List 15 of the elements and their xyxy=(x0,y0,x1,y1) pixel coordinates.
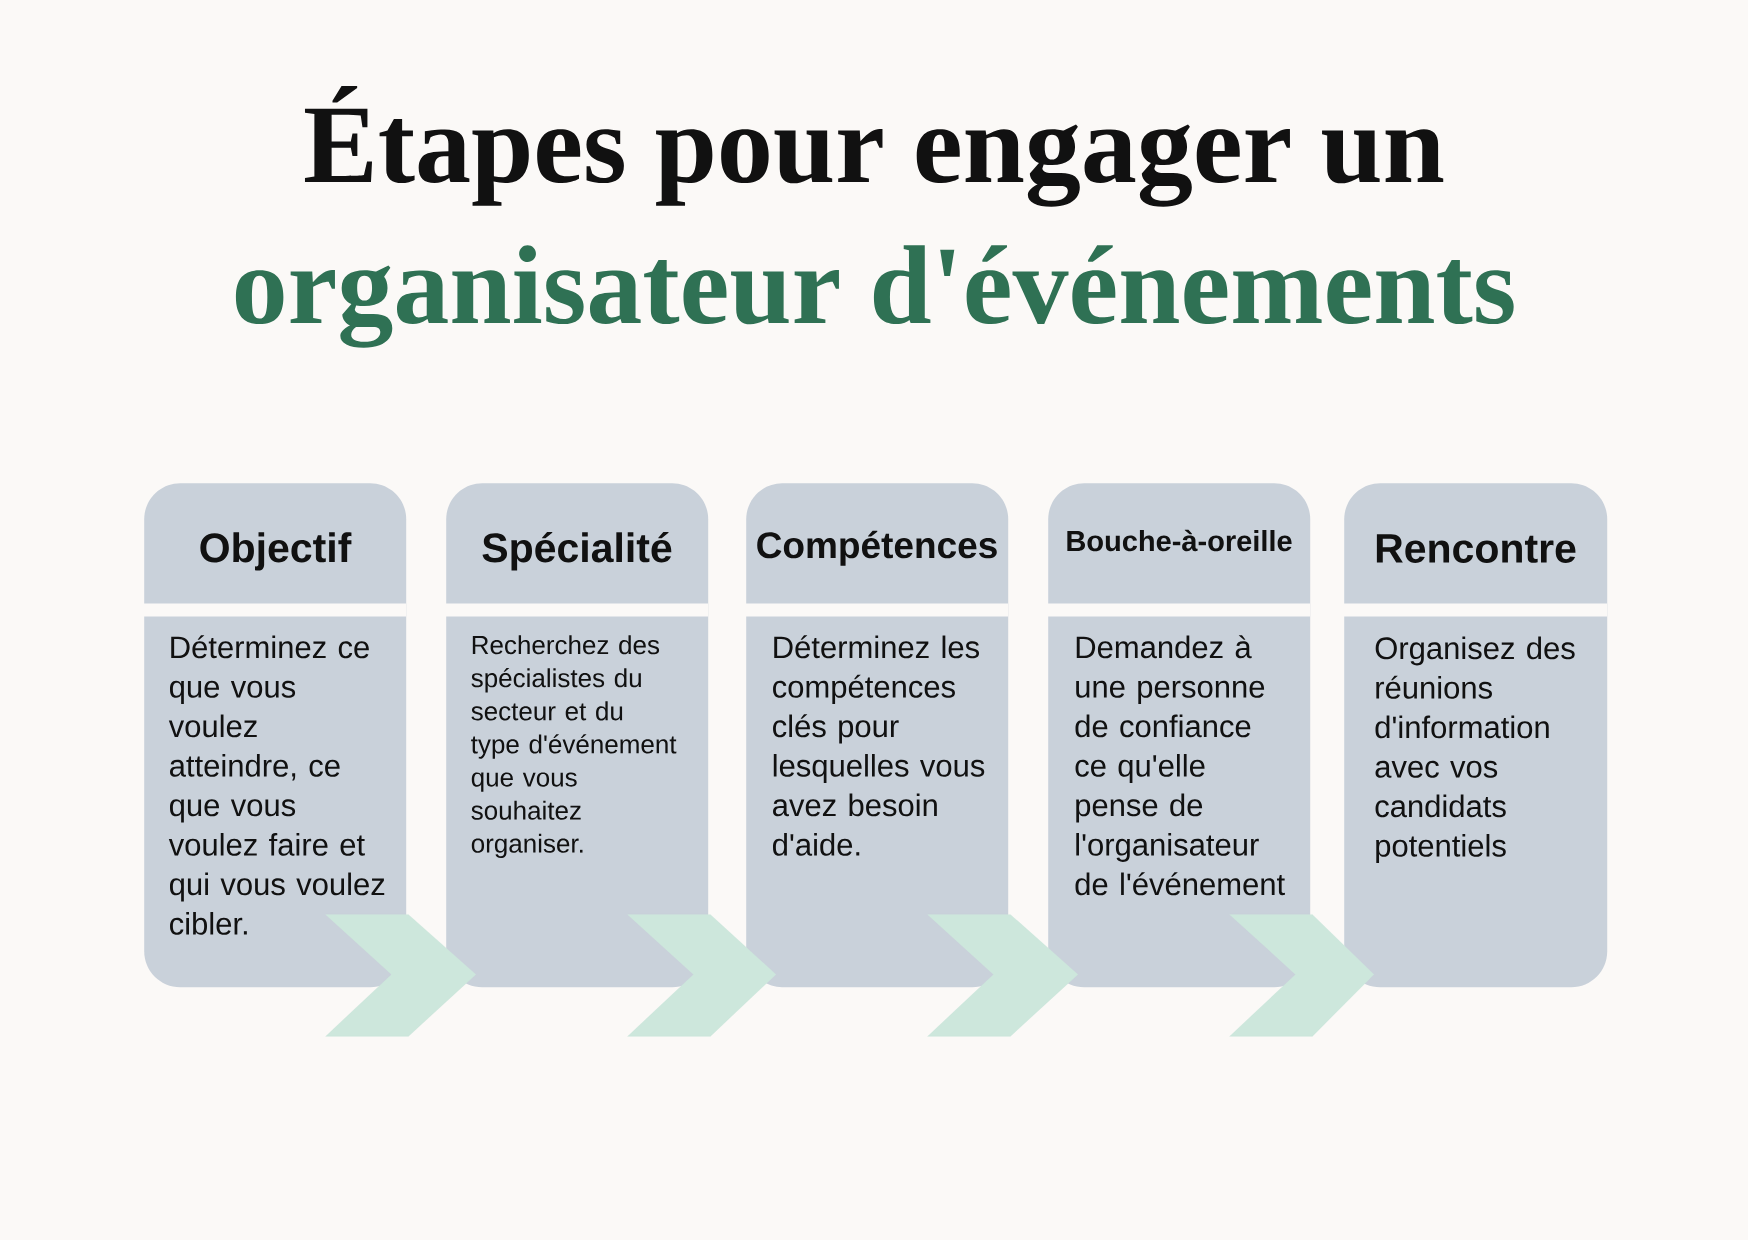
step-description: Déterminez ce que vous voulez atteindre, ce que vous voulez faire et qui vous voulez cibler. xyxy=(168,635,385,935)
step-heading: Objectif xyxy=(200,532,352,571)
title: Étapes pour engager un organisateur d'événements xyxy=(235,85,1514,348)
chevron-arrow xyxy=(325,914,477,1037)
step-heading: Compétences xyxy=(757,530,997,566)
chevron-arrow xyxy=(1229,914,1375,1037)
chevron-arrow xyxy=(627,914,777,1037)
step-heading: Rencontre xyxy=(1376,534,1576,563)
step-description: Demandez à une personne de confiance ce qu'elle pense de l'organisateur de l'événement xyxy=(1075,635,1285,896)
step-heading: Spécialité xyxy=(482,531,672,571)
step-heading: Bouche-à-oreille xyxy=(1067,529,1292,552)
step-description: Déterminez les compétences clés pour lesquelles vous avez besoin d'aide. xyxy=(773,635,985,856)
step-description: Organisez des réunions d'information avec vos candidats potentiels xyxy=(1375,636,1575,863)
chevron-arrow xyxy=(927,914,1079,1037)
step-description: Recherchez des spécialistes du secteur et du type d'événement que vous souhaitez organiser. xyxy=(471,635,677,858)
